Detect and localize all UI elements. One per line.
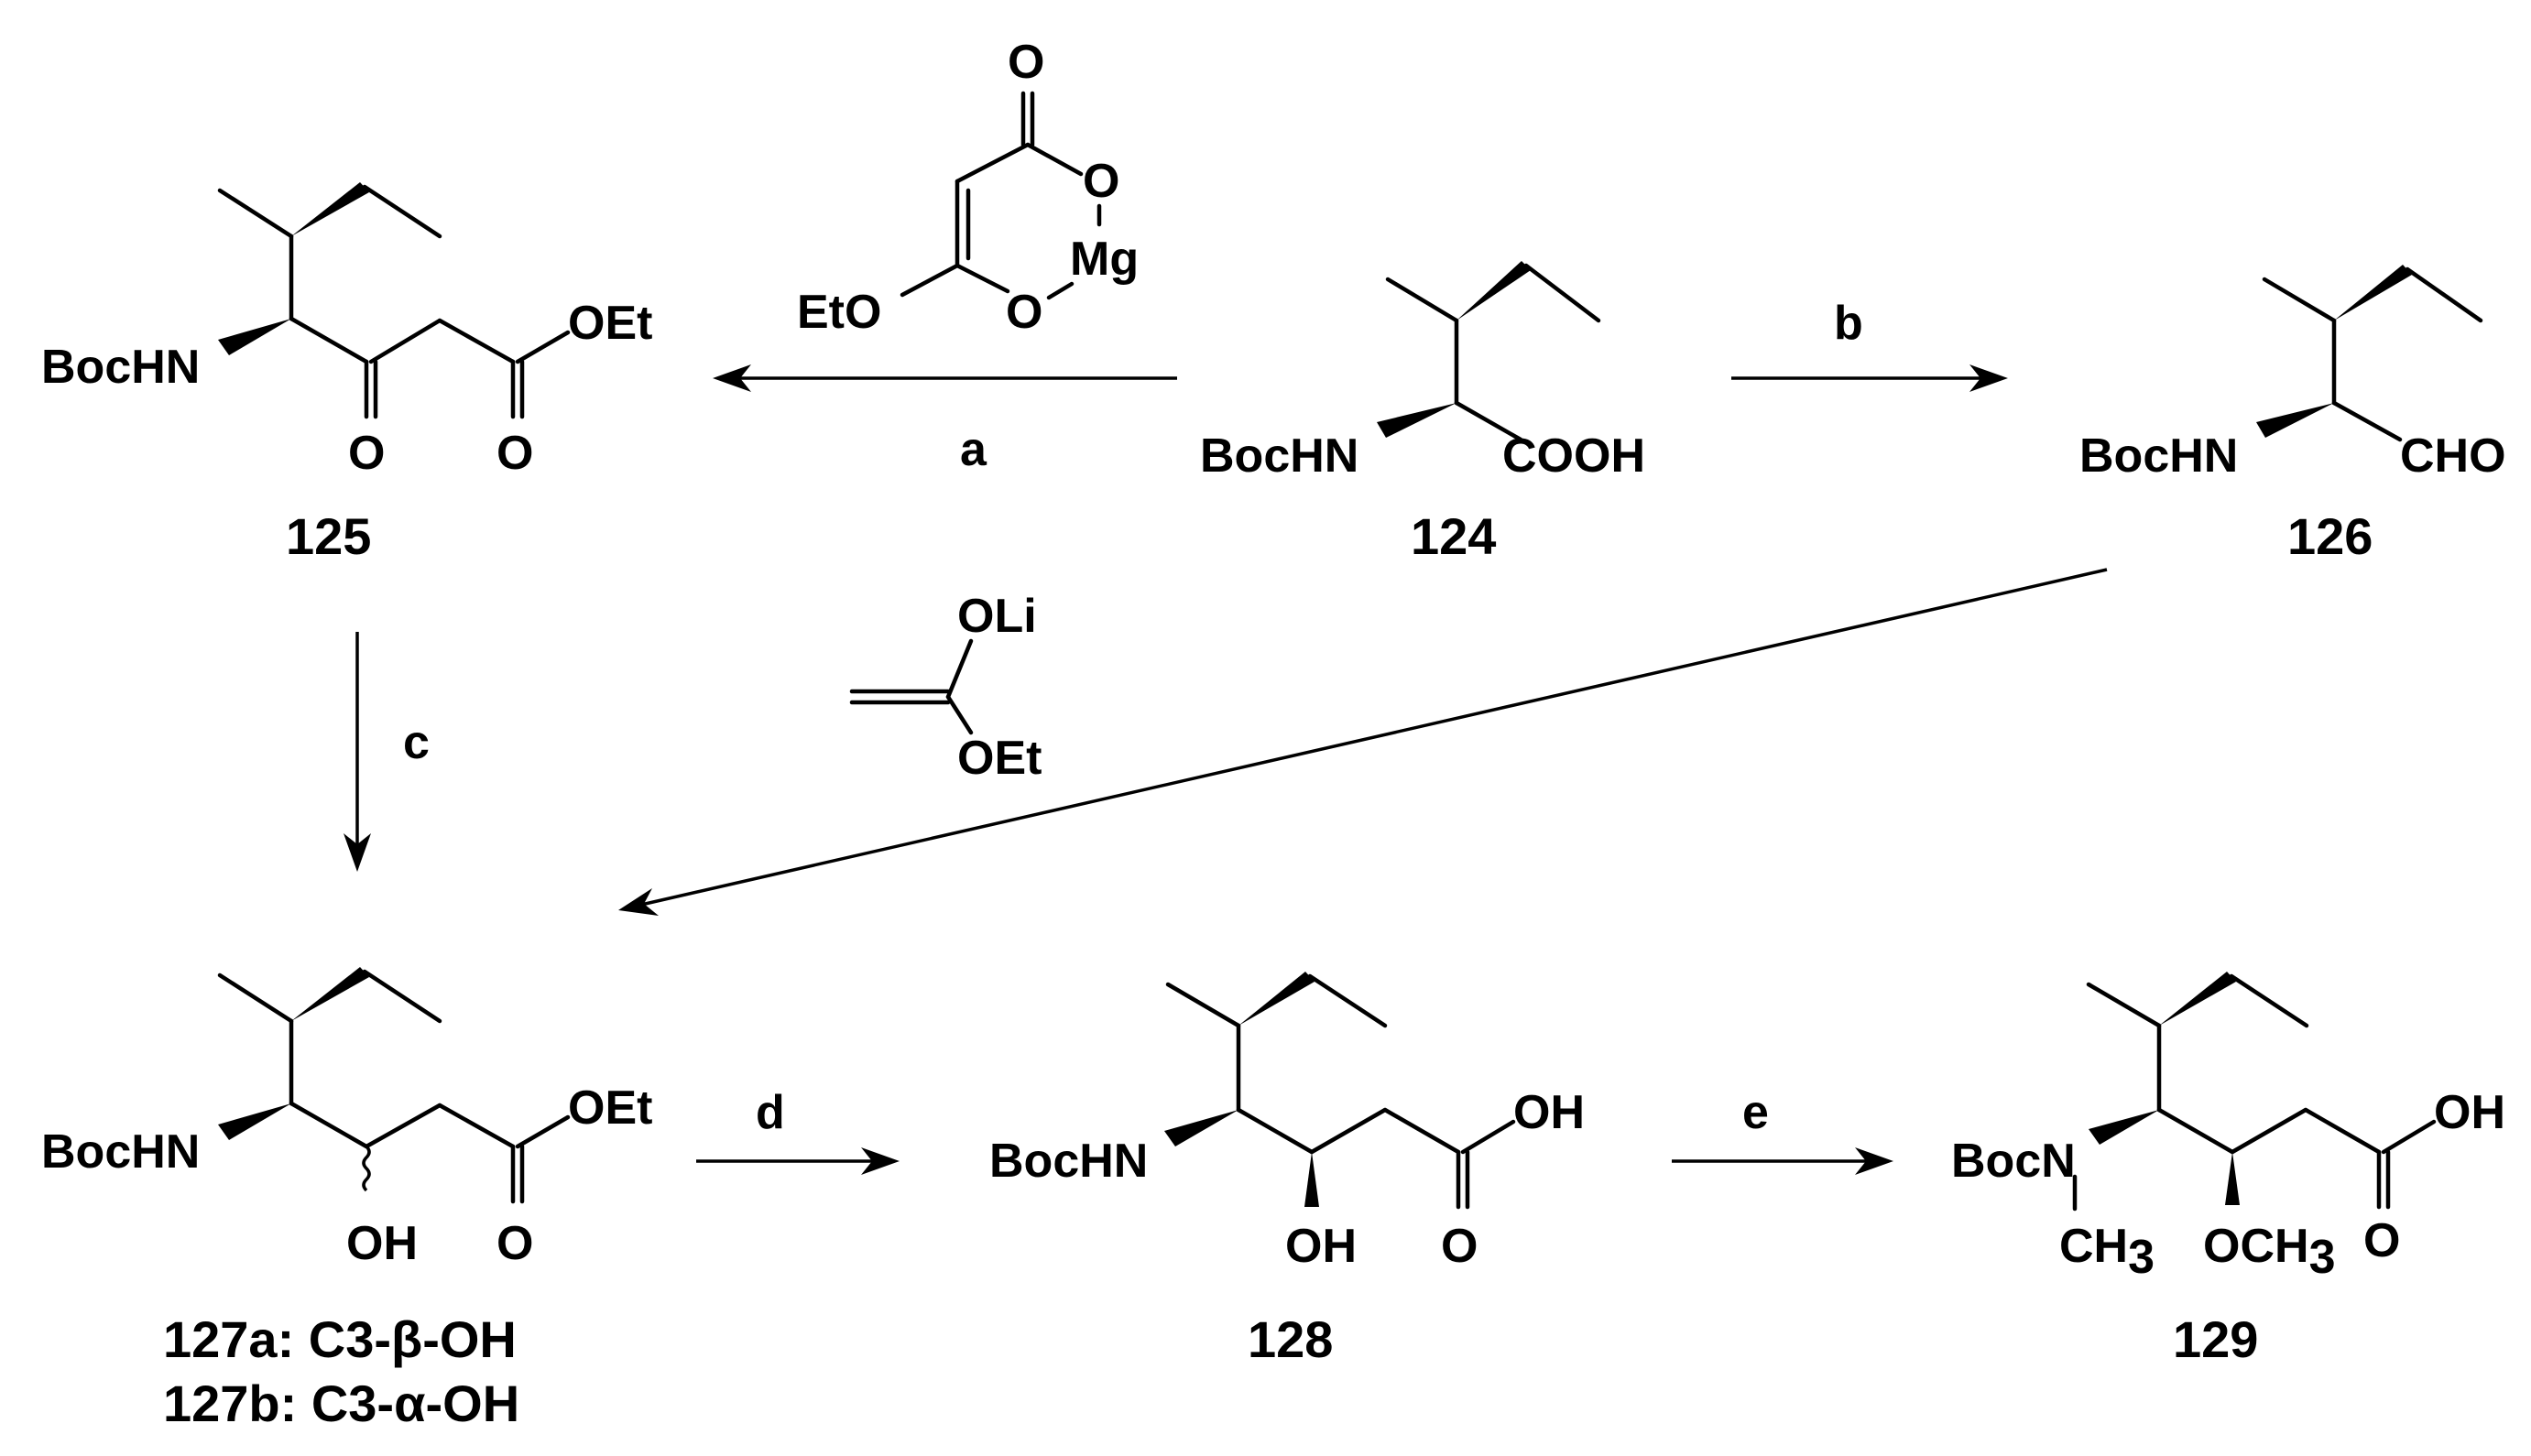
mg-reagent-mg-label: Mg: [1070, 233, 1139, 286]
c129-compound-number: 129: [2173, 1310, 2258, 1368]
c127-nhboc-label: BocHN: [41, 1125, 200, 1179]
compound-126: BocHN CHO 126: [2079, 265, 2506, 565]
arrow-b: b: [1731, 297, 2008, 392]
enolate-oet-label: OEt: [957, 732, 1042, 785]
arrow-a: a: [713, 364, 1177, 476]
mg-reagent-eto-label: EtO: [797, 286, 881, 339]
arrow-126-to-127: [618, 568, 2108, 916]
c128-acid-o-label: O: [1441, 1220, 1478, 1273]
compound-125: BocHN OEt O O 125: [41, 182, 652, 565]
c129-acid-o-label: O: [2363, 1214, 2400, 1267]
c125-ketone-o-label: O: [348, 427, 385, 480]
c124-compound-number: 124: [1411, 507, 1496, 565]
c126-cho-label: CHO: [2400, 429, 2506, 483]
mg-reagent-ring-o-upper-label: O: [1083, 155, 1119, 208]
compound-129: BocN CH3 OCH3 O OH 129: [1951, 972, 2505, 1368]
step-b-label: b: [1834, 297, 1863, 350]
step-a-label: a: [960, 423, 987, 476]
compound-124: BocHN COOH 124: [1200, 261, 1645, 565]
c128-nhboc-label: BocHN: [989, 1135, 1148, 1188]
c124-acid-label: COOH: [1502, 429, 1645, 483]
arrow-d: d: [696, 1086, 900, 1175]
compound-127: BocHN OEt OH O 127a: C3-β-OH 127b: C3-α-…: [41, 967, 652, 1432]
arrow-e: e: [1672, 1086, 1893, 1175]
c125-nhboc-label: BocHN: [41, 341, 200, 394]
c127b-description: 127b: C3-α-OH: [163, 1375, 519, 1432]
mg-reagent-ring-o-lower-label: O: [1006, 286, 1042, 339]
mg-reagent-carbonyl-o-label: O: [1008, 36, 1044, 89]
step-d-label: d: [756, 1086, 785, 1139]
c127a-description: 127a: C3-β-OH: [163, 1310, 517, 1368]
c125-compound-number: 125: [286, 507, 371, 565]
c128-oh-label: OH: [1285, 1220, 1357, 1273]
c125-ester-o-label: O: [496, 427, 533, 480]
c128-compound-number: 128: [1248, 1310, 1333, 1368]
compound-128: BocHN OH OH O 128: [989, 972, 1585, 1368]
c129-acid-oh-label: OH: [2434, 1086, 2505, 1139]
c129-n-methyl-label: CH3: [2059, 1220, 2155, 1284]
c127-oh-label: OH: [346, 1217, 418, 1270]
c127-ester-o-label: O: [496, 1217, 533, 1270]
arrow-c: c: [344, 632, 430, 872]
c125-oet-label: OEt: [568, 297, 652, 350]
c124-nhboc-label: BocHN: [1200, 429, 1358, 483]
c128-acid-oh-label: OH: [1513, 1086, 1585, 1139]
lithium-enolate-reagent: OLi OEt: [849, 590, 1042, 785]
c127-wavy-bond: [362, 1145, 371, 1192]
step-e-label: e: [1742, 1086, 1769, 1139]
c129-methoxy-label: OCH3: [2203, 1220, 2335, 1284]
magnesium-malonate-reagent: O O Mg O EtO: [797, 36, 1139, 339]
enolate-oli-label: OLi: [957, 590, 1037, 643]
c127-oet-label: OEt: [568, 1081, 652, 1135]
c126-nhboc-label: BocHN: [2079, 429, 2238, 483]
c126-compound-number: 126: [2287, 507, 2373, 565]
step-c-label: c: [403, 716, 430, 769]
c129-nboc-label: BocN: [1951, 1135, 2076, 1188]
